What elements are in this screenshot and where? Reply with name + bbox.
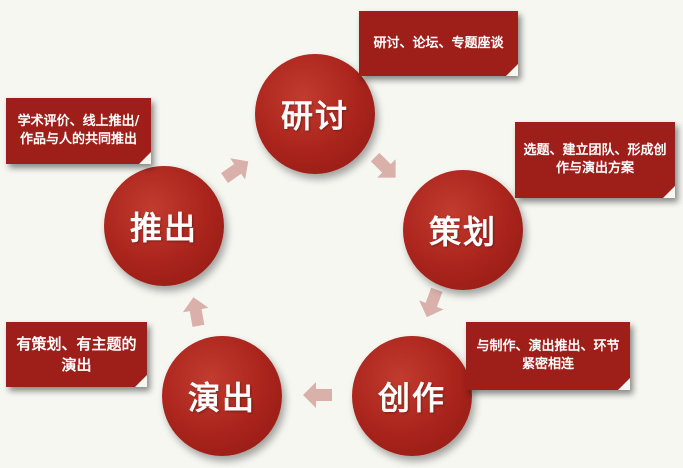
node-yantao: 研讨	[255, 54, 375, 174]
arrow-cehua-to-chuangzuo	[419, 287, 444, 318]
note-text: 选题、建立团队、形成创作与演出方案	[523, 143, 667, 176]
note-yantao: 研讨、论坛、专题座谈	[359, 11, 518, 76]
node-yanchu: 演出	[162, 336, 282, 456]
arrow-tuichu-to-yantao	[221, 158, 249, 183]
arrow-chuangzuo-to-yanchu	[303, 382, 332, 408]
note-chuangzuo: 与制作、演出推出、环节紧密相连	[466, 322, 630, 390]
note-yanchu: 有策划、有主题的演出	[6, 322, 147, 387]
node-label: 演出	[187, 379, 256, 417]
note-text: 研讨、论坛、专题座谈	[373, 35, 504, 51]
node-label: 推出	[129, 209, 198, 247]
node-label: 研讨	[280, 97, 349, 135]
note-text: 有策划、有主题的演出	[16, 334, 137, 374]
arrow-yanchu-to-tuichu	[182, 297, 209, 327]
note-cehua: 选题、建立团队、形成创作与演出方案	[515, 122, 675, 198]
note-tuichu: 学术评价、线上推出/作品与人的共同推出	[6, 98, 151, 164]
note-text: 与制作、演出推出、环节紧密相连	[476, 339, 620, 372]
node-label: 创作	[377, 379, 446, 417]
node-label: 策划	[428, 213, 497, 251]
arrow-yantao-to-cehua	[370, 152, 396, 178]
node-cehua: 策划	[403, 170, 523, 290]
node-tuichu: 推出	[104, 166, 224, 286]
note-text: 学术评价、线上推出/作品与人的共同推出	[17, 114, 140, 147]
node-chuangzuo: 创作	[352, 336, 472, 456]
